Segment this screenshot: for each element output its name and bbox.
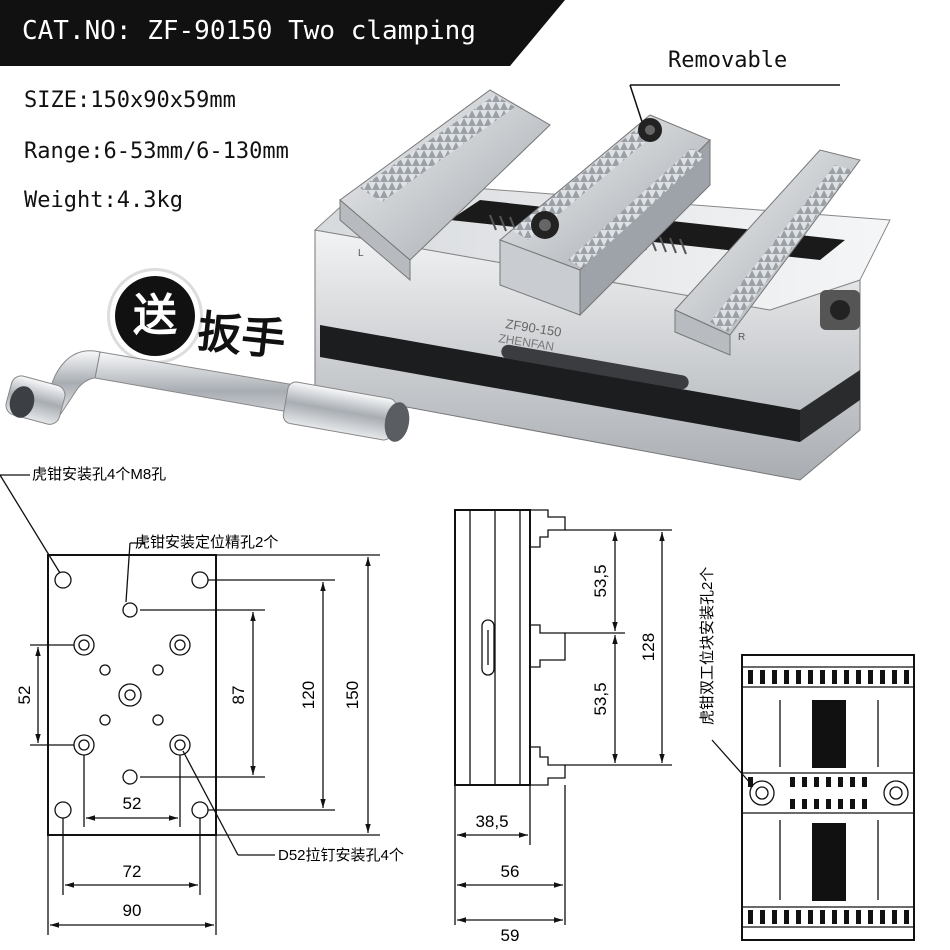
note-dual-station-holes: 虎钳双工位块安装孔2个: [699, 567, 716, 725]
note-d52-holes: D52拉钉安装孔4个: [278, 847, 404, 864]
technical-drawing: 52 87 120 150 52 72 90 53,5 53,5 128 38,…: [0, 466, 915, 945]
gift-badge: [115, 276, 195, 356]
dim-38-5: 38,5: [475, 812, 508, 831]
spec-size: SIZE:150x90x59mm: [24, 88, 236, 113]
dim-59: 59: [501, 926, 520, 945]
dim-53-5-bottom: 53,5: [591, 682, 610, 715]
dim-52-bottom: 52: [123, 794, 142, 813]
dim-56: 56: [501, 862, 520, 881]
dim-90: 90: [123, 901, 142, 920]
catalog-number-title: CAT.NO: ZF-90150 Two clamping: [22, 16, 476, 46]
jaw-left-mark: L: [358, 248, 364, 259]
dim-72: 72: [123, 862, 142, 881]
dim-53-5-top: 53,5: [591, 564, 610, 597]
dim-87: 87: [229, 686, 248, 705]
note-locating-holes: 虎钳安装定位精孔2个: [135, 534, 278, 551]
spec-weight: Weight:4.3kg: [24, 188, 183, 213]
vise-product-image: L R ZF90-150 ZHENFAN: [313, 89, 891, 481]
dim-52-left: 52: [15, 686, 34, 705]
wrench-image: [5, 350, 410, 442]
dim-150: 150: [343, 681, 362, 709]
note-m8-holes: 虎钳安装孔4个M8孔: [32, 466, 166, 483]
dim-120: 120: [299, 681, 318, 709]
gift-badge-text: 送: [133, 290, 177, 341]
top-view-plate: [47, 554, 217, 836]
catalog-banner: [0, 0, 565, 66]
spec-range: Range:6-53mm/6-130mm: [24, 139, 289, 164]
dim-128: 128: [639, 633, 658, 661]
jaw-right-mark: R: [738, 332, 745, 343]
removable-label: Removable: [668, 48, 788, 73]
